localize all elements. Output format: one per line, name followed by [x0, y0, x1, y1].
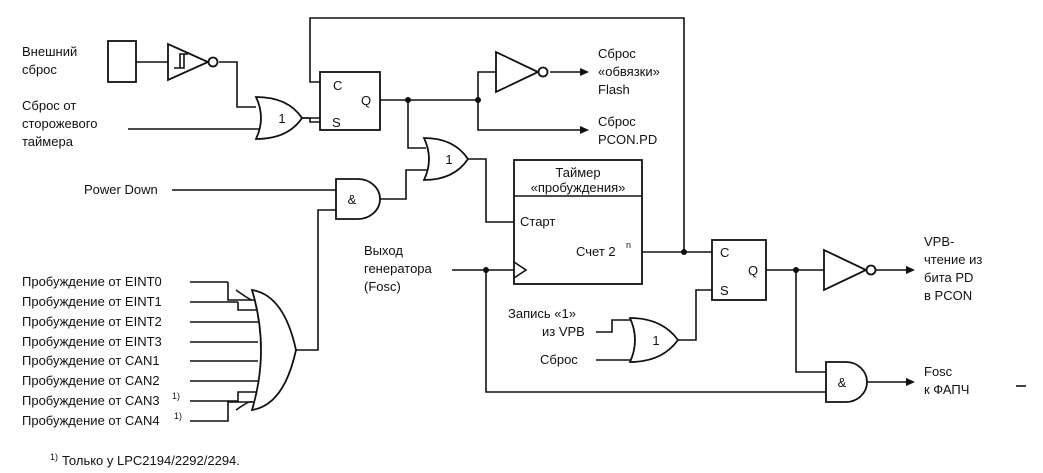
- or-gate-reset: 1: [254, 96, 304, 140]
- vpb-label-2: чтение из: [924, 252, 982, 267]
- timer-title-2: «пробуждения»: [531, 180, 626, 195]
- ff1-clock: C: [333, 78, 342, 93]
- timer-count: Счет 2: [576, 244, 616, 259]
- ff1-output: Q: [361, 93, 371, 108]
- flash-label-2: «обвязки»: [598, 64, 660, 79]
- wakeup-label-5: Пробуждение от CAN2: [22, 373, 160, 388]
- wires: [128, 17, 1026, 422]
- or-gate-label: 1: [652, 333, 659, 348]
- wakeup-timer: Таймер «пробуждения» Старт Счет 2 n: [513, 159, 643, 285]
- schmitt-inverter: [167, 42, 219, 82]
- pcon-label-1: Сброс: [598, 114, 636, 129]
- output-labels: Сброс «обвязки» Flash Сброс PCON.PD VPB-…: [598, 46, 982, 397]
- wakeup-label-4: Пробуждение от CAN1: [22, 353, 160, 368]
- vpb-inverter: [823, 248, 877, 292]
- ff2-clock: C: [720, 245, 729, 260]
- oscillator-label-2: генератора: [364, 261, 433, 276]
- watchdog-label-3: таймера: [22, 134, 74, 149]
- wakeup-label-0: Пробуждение от EINT0: [22, 274, 162, 289]
- wakeup-label-6: Пробуждение от CAN3: [22, 393, 160, 408]
- flipflop-1: C S Q: [319, 71, 381, 131]
- wakeup-labels: Пробуждение от EINT0 Пробуждение от EINT…: [22, 274, 182, 428]
- ff1-set: S: [332, 115, 341, 130]
- wakeup-label-3: Пробуждение от EINT3: [22, 334, 162, 349]
- and-gate-label: &: [348, 192, 357, 207]
- reset-label: Сброс: [540, 352, 578, 367]
- power-down-label: Power Down: [84, 182, 158, 197]
- timer-start: Старт: [520, 214, 555, 229]
- footnote-mark: 1): [50, 452, 58, 462]
- wakeup-label-2: Пробуждение от EINT2: [22, 314, 162, 329]
- pcon-label-2: PCON.PD: [598, 132, 657, 147]
- or-gate-wakeup: 1: [422, 137, 470, 181]
- timer-title-1: Таймер: [555, 165, 600, 180]
- oscillator-label-3: (Fosc): [364, 279, 401, 294]
- write-vpb-label-1: Запись «1»: [508, 306, 576, 321]
- and-gate-label: &: [838, 375, 847, 390]
- external-reset-label-1: Внешний: [22, 44, 77, 59]
- wakeup-label-7: Пробуждение от CAN4: [22, 413, 160, 428]
- footnote-text: Только у LPC2194/2292/2294.: [62, 453, 240, 468]
- ff2-output: Q: [748, 263, 758, 278]
- wakeup-label-1: Пробуждение от EINT1: [22, 294, 162, 309]
- and-gate-fosc: &: [825, 361, 868, 403]
- vpb-label-3: бита PD: [924, 270, 973, 285]
- and-gate-powerdown: &: [335, 178, 381, 220]
- oscillator-label-1: Выход: [364, 243, 403, 258]
- watchdog-label-1: Сброс от: [22, 98, 76, 113]
- external-reset-label-2: сброс: [22, 62, 57, 77]
- timer-count-exp: n: [626, 240, 631, 250]
- or-gate-label: 1: [445, 152, 452, 167]
- flash-label-3: Flash: [598, 82, 630, 97]
- vpb-label-4: в PCON: [924, 288, 972, 303]
- flash-label-1: Сброс: [598, 46, 636, 61]
- footnote-mark-can4: 1): [174, 411, 182, 421]
- or-gate-write: 1: [628, 317, 680, 363]
- footnote-mark-can3: 1): [172, 391, 180, 401]
- external-reset-box: [107, 40, 137, 83]
- fosc-label-2: к ФАПЧ: [924, 382, 969, 397]
- fosc-label-1: Fosc: [924, 364, 953, 379]
- watchdog-label-2: сторожевого: [22, 116, 97, 131]
- footnote: 1) Только у LPC2194/2292/2294.: [50, 452, 240, 468]
- flash-inverter: [495, 50, 549, 94]
- or-gate-label: 1: [278, 111, 285, 126]
- flipflop-2: C S Q: [711, 239, 767, 301]
- or-gate-wakeup-sources: [235, 288, 297, 412]
- write-vpb-label-2: из VPB: [542, 324, 585, 339]
- ff2-set: S: [720, 283, 729, 298]
- input-labels: Внешний сброс Сброс от сторожевого тайме…: [22, 44, 585, 367]
- vpb-label-1: VPB-: [924, 234, 954, 249]
